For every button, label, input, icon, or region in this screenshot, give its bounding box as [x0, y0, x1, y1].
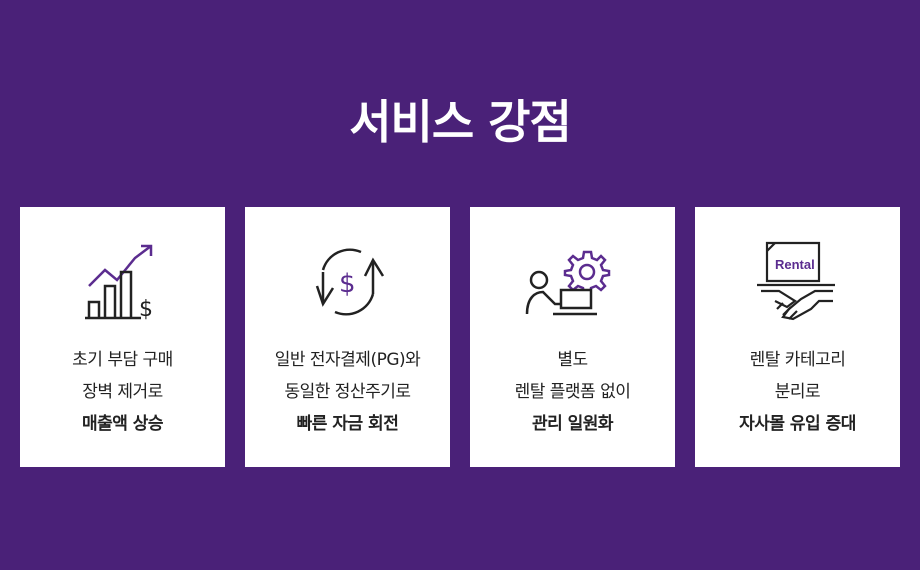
strength-line: 렌탈 플랫폼 없이: [514, 382, 631, 402]
rental-badge-text: Rental: [775, 257, 815, 272]
strengths-card-list: $ 초기 부담 구매 장벽 제거로 매출액 상승 $ 일반 전자결제(PG)와 …: [20, 207, 900, 467]
rental-handshake-icon: Rental: [695, 237, 900, 327]
strength-text: 초기 부담 구매 장벽 제거로 매출액 상승: [20, 344, 225, 440]
strength-highlight: 관리 일원화: [531, 414, 614, 434]
strength-card-traffic: Rental 렌탈 카테고리 분리로 자사몰 유입 증대: [695, 207, 900, 467]
page-title: 서비스 강점: [349, 95, 572, 149]
strength-highlight: 빠른 자금 회전: [296, 414, 399, 434]
strength-line: 분리로: [774, 382, 821, 402]
strength-line: 일반 전자결제(PG)와: [274, 350, 421, 370]
svg-text:$: $: [139, 297, 153, 322]
rising-chart-dollar-icon: $: [20, 237, 225, 327]
circular-arrows-dollar-icon: $: [245, 237, 450, 327]
strength-highlight: 자사몰 유입 증대: [739, 414, 856, 434]
person-laptop-gear-icon: [470, 237, 675, 327]
strength-line: 별도: [557, 350, 588, 370]
strength-line: 초기 부담 구매: [72, 350, 173, 370]
strength-text: 별도 렌탈 플랫폼 없이 관리 일원화: [470, 344, 675, 440]
svg-text:$: $: [339, 269, 356, 299]
strength-highlight: 매출액 상승: [81, 414, 164, 434]
strength-card-cashflow: $ 일반 전자결제(PG)와 동일한 정산주기로 빠른 자금 회전: [245, 207, 450, 467]
strength-card-management: 별도 렌탈 플랫폼 없이 관리 일원화: [470, 207, 675, 467]
strength-line: 장벽 제거로: [82, 382, 163, 402]
strength-text: 렌탈 카테고리 분리로 자사몰 유입 증대: [695, 344, 900, 440]
strength-line: 렌탈 카테고리: [749, 350, 846, 370]
strength-card-sales: $ 초기 부담 구매 장벽 제거로 매출액 상승: [20, 207, 225, 467]
strength-line: 동일한 정산주기로: [284, 382, 411, 402]
strength-text: 일반 전자결제(PG)와 동일한 정산주기로 빠른 자금 회전: [245, 344, 450, 440]
